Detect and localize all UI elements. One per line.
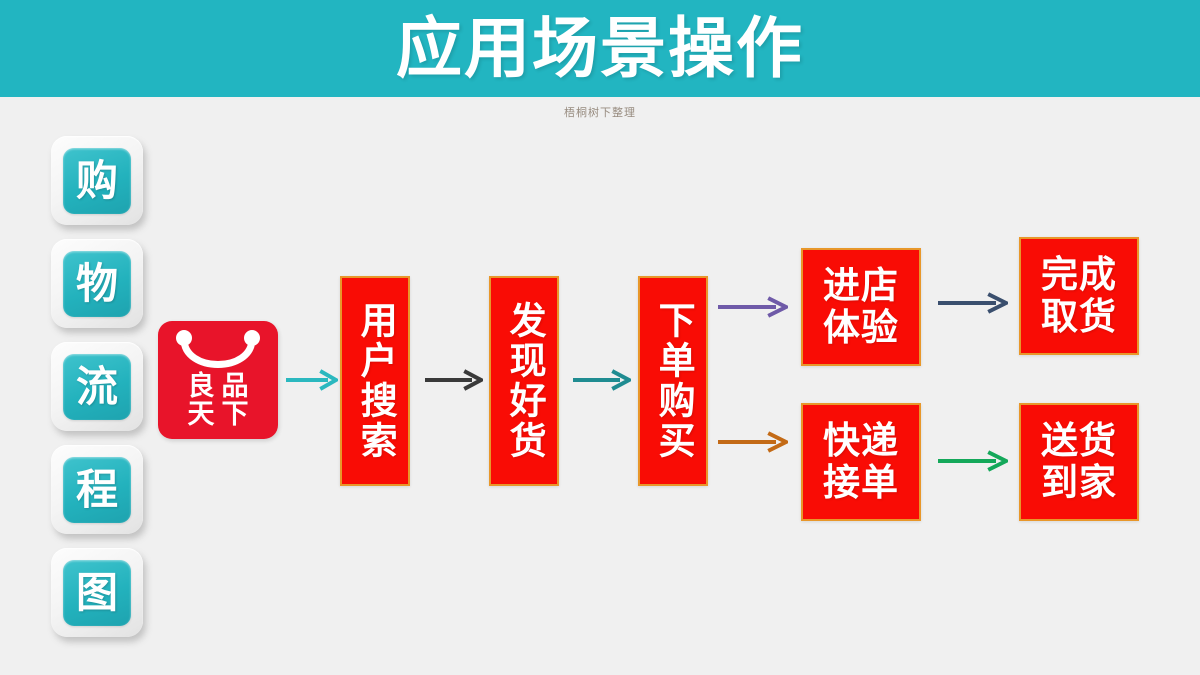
sidebar-tile-cheng[interactable]: 程 — [51, 445, 143, 534]
flow-box-label: 进店 体验 — [823, 263, 899, 349]
brand-name: 良品 天下 — [158, 371, 278, 431]
sidebar-tile-inner: 流 — [63, 353, 131, 420]
flow-box-home-delivery[interactable]: 送货 到家 — [1019, 403, 1139, 521]
flow-box-label: 发现好货 — [503, 301, 547, 461]
arrow-right-icon-logo-to-search — [286, 367, 338, 393]
sidebar-tile-inner: 物 — [63, 250, 131, 317]
flow-box-label: 下单购买 — [652, 301, 696, 461]
arrow-right-icon-discover-to-order — [573, 367, 631, 393]
header-bar: 应用场景操作 — [0, 0, 1200, 97]
sidebar-tile-inner: 图 — [63, 559, 131, 626]
flow-box-courier-accept[interactable]: 快递 接单 — [801, 403, 921, 521]
sidebar-tile-tu[interactable]: 图 — [51, 548, 143, 637]
sidebar-tile-wu[interactable]: 物 — [51, 239, 143, 328]
arrow-right-icon-order-to-instore — [718, 294, 788, 320]
sidebar-tile-gou[interactable]: 购 — [51, 136, 143, 225]
flow-box-discover-goods[interactable]: 发现好货 — [489, 276, 559, 486]
flow-box-label: 送货 到家 — [1041, 418, 1117, 504]
sidebar-tile-inner: 购 — [63, 147, 131, 214]
flow-box-label: 用户搜索 — [354, 301, 398, 461]
flow-box-place-order[interactable]: 下单购买 — [638, 276, 708, 486]
sidebar-tile-label: 图 — [75, 567, 118, 617]
sidebar-vertical-title: 购 物 流 程 图 — [51, 136, 147, 651]
subtitle-credit: 梧桐树下整理 — [564, 106, 636, 119]
sidebar-tile-label: 流 — [75, 361, 118, 411]
sidebar-tile-label: 购 — [75, 155, 118, 205]
page-title: 应用场景操作 — [396, 9, 804, 87]
shopping-bag-handle-icon — [176, 330, 260, 368]
flow-box-label: 快递 接单 — [823, 418, 899, 504]
arrow-right-icon-search-to-discover — [425, 367, 483, 393]
sidebar-tile-label: 程 — [75, 464, 118, 514]
sidebar-tile-label: 物 — [75, 258, 118, 308]
brand-line-2: 天下 — [187, 399, 256, 431]
flow-box-complete-pickup[interactable]: 完成 取货 — [1019, 237, 1139, 355]
arrow-right-icon-order-to-courier — [718, 429, 788, 455]
brand-line-1: 良品 — [187, 371, 256, 402]
flow-box-user-search[interactable]: 用户搜索 — [340, 276, 410, 486]
sidebar-tile-inner: 程 — [63, 456, 131, 523]
flow-box-instore-experience[interactable]: 进店 体验 — [801, 248, 921, 366]
arrow-right-icon-courier-to-delivery — [938, 448, 1008, 474]
sidebar-tile-liu[interactable]: 流 — [51, 342, 143, 431]
arrow-right-icon-instore-to-pickup — [938, 290, 1008, 316]
flow-box-label: 完成 取货 — [1041, 252, 1117, 338]
brand-logo[interactable]: 良品 天下 — [158, 321, 278, 439]
